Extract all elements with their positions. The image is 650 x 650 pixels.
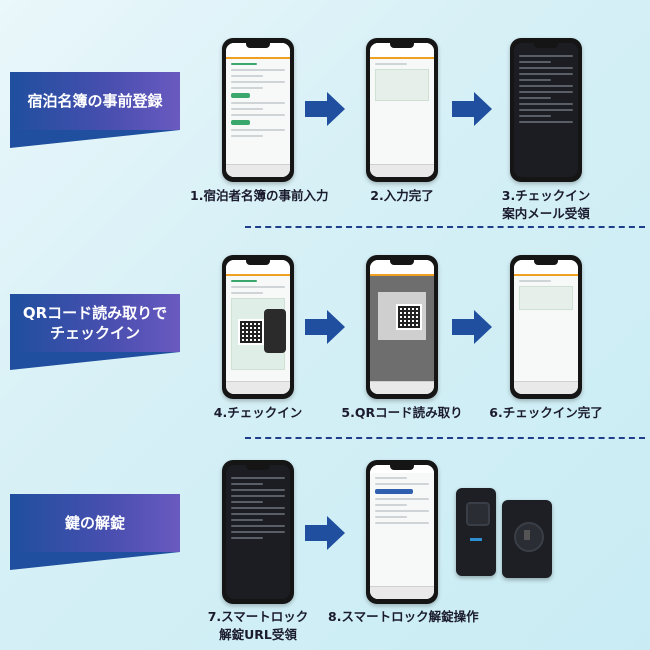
step-caption: 8.スマートロック解錠操作: [328, 609, 479, 624]
step-caption: 2.入力完了: [370, 188, 434, 203]
step-caption: 7.スマートロック 解錠URL受領: [198, 608, 318, 644]
arrow-right-icon: [305, 310, 345, 344]
smart-lock-main-device: [502, 500, 552, 578]
step-caption-line2: 案内メール受領: [502, 206, 590, 222]
step-caption: 6.チェックイン完了: [489, 405, 603, 420]
section-label-line1: QRコード読み取りで: [22, 303, 168, 322]
phone-step-5: [366, 255, 438, 399]
step-caption-line1: 3.チェックイン: [501, 188, 591, 203]
section-banner-unlock: 鍵の解錠: [10, 494, 180, 570]
phone-step-2: [366, 38, 438, 182]
step-caption: 5.QRコード読み取り: [341, 405, 463, 420]
arrow-right-icon: [305, 92, 345, 126]
phone-step-8: [366, 460, 438, 604]
phone-step-4: [222, 255, 294, 399]
phone-step-6: [510, 255, 582, 399]
step-caption: 4.チェックイン: [213, 405, 303, 420]
arrow-right-icon: [305, 516, 345, 550]
phone-step-1: [222, 38, 294, 182]
arrow-right-icon: [452, 92, 492, 126]
phone-step-3: [510, 38, 582, 182]
step-caption-line1: 7.スマートロック: [207, 609, 309, 624]
step-caption: 3.チェックイン 案内メール受領: [486, 187, 606, 223]
smart-lock-keypad-device: [456, 488, 496, 576]
section-label: 鍵の解錠: [64, 513, 125, 532]
arrow-right-icon: [452, 310, 492, 344]
section-banner-registration: 宿泊名簿の事前登録: [10, 72, 180, 148]
section-label: 宿泊名簿の事前登録: [27, 91, 163, 110]
section-divider: [245, 437, 645, 439]
step-caption: 1.宿泊者名簿の事前入力: [190, 188, 329, 203]
step-caption-line2: 解錠URL受領: [219, 627, 297, 643]
section-label: QRコード読み取りで チェックイン: [23, 303, 167, 344]
section-divider: [245, 226, 645, 228]
section-banner-checkin: QRコード読み取りで チェックイン: [10, 294, 180, 370]
phone-step-7: [222, 460, 294, 604]
section-label-line2: チェックイン: [49, 324, 140, 342]
